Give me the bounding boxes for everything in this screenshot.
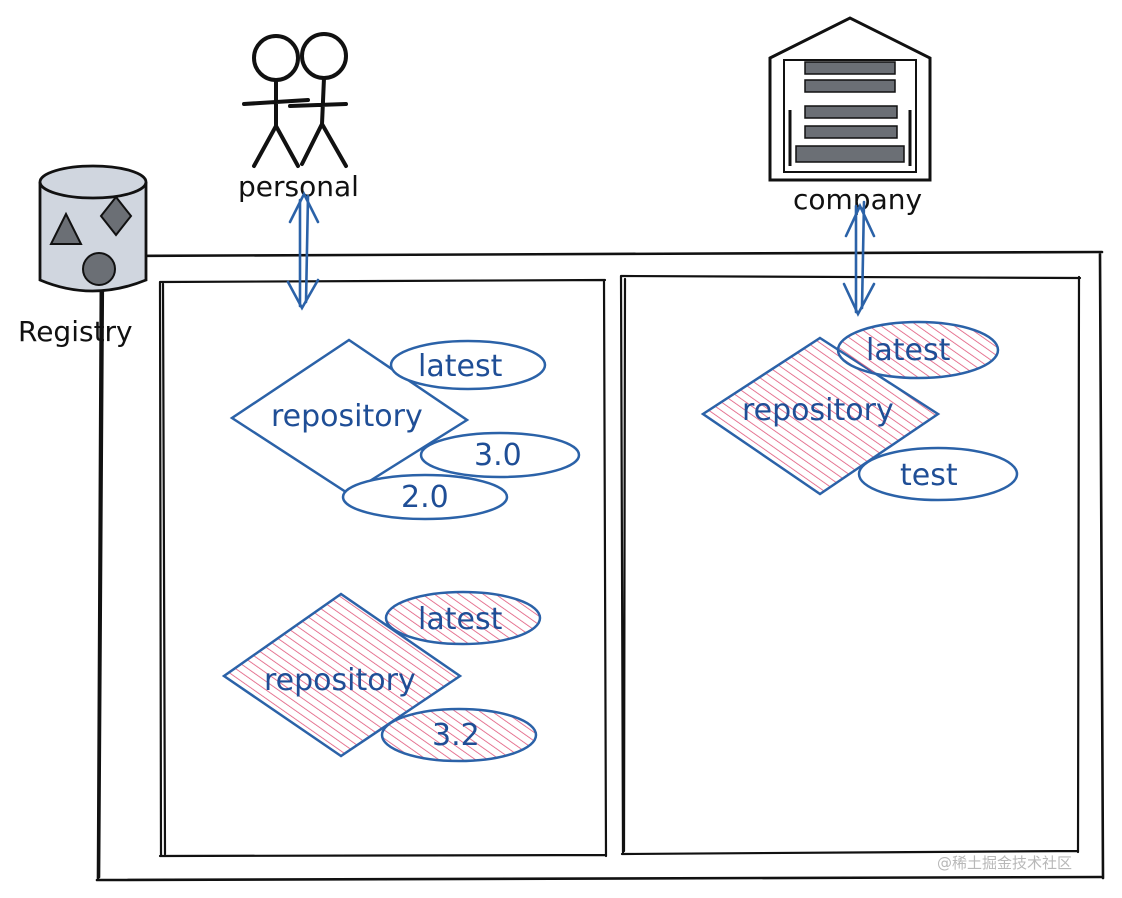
- personal-label: personal: [238, 170, 359, 203]
- tag-test: test: [900, 458, 958, 493]
- tag-latest: latest: [866, 333, 951, 368]
- repository-diamond: [221, 592, 463, 758]
- registry-label: Registry: [18, 315, 133, 348]
- two-people-icon: [242, 32, 348, 168]
- tag-2-0: 2.0: [401, 480, 449, 515]
- watermark: @稀土掘金技术社区: [937, 854, 1072, 872]
- tag-latest: latest: [418, 602, 503, 637]
- repository-name: repository: [742, 393, 894, 428]
- warehouse-icon: [768, 16, 932, 182]
- personal-bidirectional-arrow: [286, 191, 320, 311]
- personal-repository-1: repository latest 3.0 2.0: [229, 338, 581, 521]
- tag-latest: latest: [418, 349, 503, 384]
- tag-ellipse: [389, 339, 547, 391]
- tag-ellipse: [384, 590, 542, 646]
- company-repository-1: repository latest test: [700, 320, 1019, 502]
- database-cylinder-icon: [38, 164, 148, 293]
- tag-3-2: 3.2: [432, 718, 480, 753]
- repository-name: repository: [271, 399, 423, 434]
- repository-name: repository: [264, 663, 416, 698]
- personal-namespace-box: [158, 278, 608, 858]
- tag-ellipse: [341, 473, 509, 521]
- tag-3-0: 3.0: [474, 438, 522, 473]
- company-namespace-box: [619, 274, 1082, 856]
- repository-diamond: [700, 336, 941, 496]
- tag-ellipse: [836, 320, 1000, 380]
- tag-ellipse: [419, 431, 581, 479]
- personal-repository-2: repository latest 3.2: [221, 590, 542, 763]
- tag-ellipse: [857, 446, 1019, 502]
- tag-ellipse: [380, 707, 538, 763]
- registry-frame: [95, 250, 1105, 882]
- company-bidirectional-arrow: [842, 200, 876, 317]
